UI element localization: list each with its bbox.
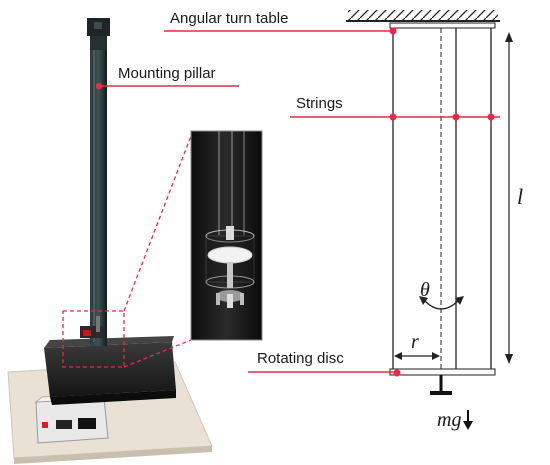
apparatus-photo: Mounting pillar — [7, 18, 263, 464]
turn-table-bar — [389, 22, 496, 29]
strings-marker-middle — [452, 113, 460, 121]
label-mounting-pillar: Mounting pillar — [118, 65, 216, 82]
schematic-diagram: mg l r θ Angular turn table Strings Rota… — [164, 10, 523, 431]
label-strings: Strings — [296, 95, 343, 112]
mounting-pillar — [80, 18, 110, 346]
symbol-angle: θ — [420, 279, 430, 301]
rotating-disc-marker — [393, 369, 401, 377]
zoom-inset — [190, 130, 263, 341]
symbol-weight: mg — [437, 409, 461, 431]
symbol-length: l — [517, 184, 523, 209]
symbol-radius: r — [411, 331, 419, 353]
mounting-pillar-marker — [95, 82, 103, 90]
strings-marker-left — [389, 113, 397, 121]
label-angular-turn-table: Angular turn table — [170, 10, 288, 27]
base-block — [44, 336, 176, 405]
ceiling-hatch — [348, 10, 498, 21]
rotation-arrow — [423, 299, 460, 310]
angular-turn-table-marker — [389, 27, 397, 35]
rotating-disc-bar — [389, 368, 496, 376]
label-rotating-disc: Rotating disc — [257, 350, 344, 367]
strings-marker-right — [487, 113, 495, 121]
zoom-source-box — [62, 310, 125, 368]
